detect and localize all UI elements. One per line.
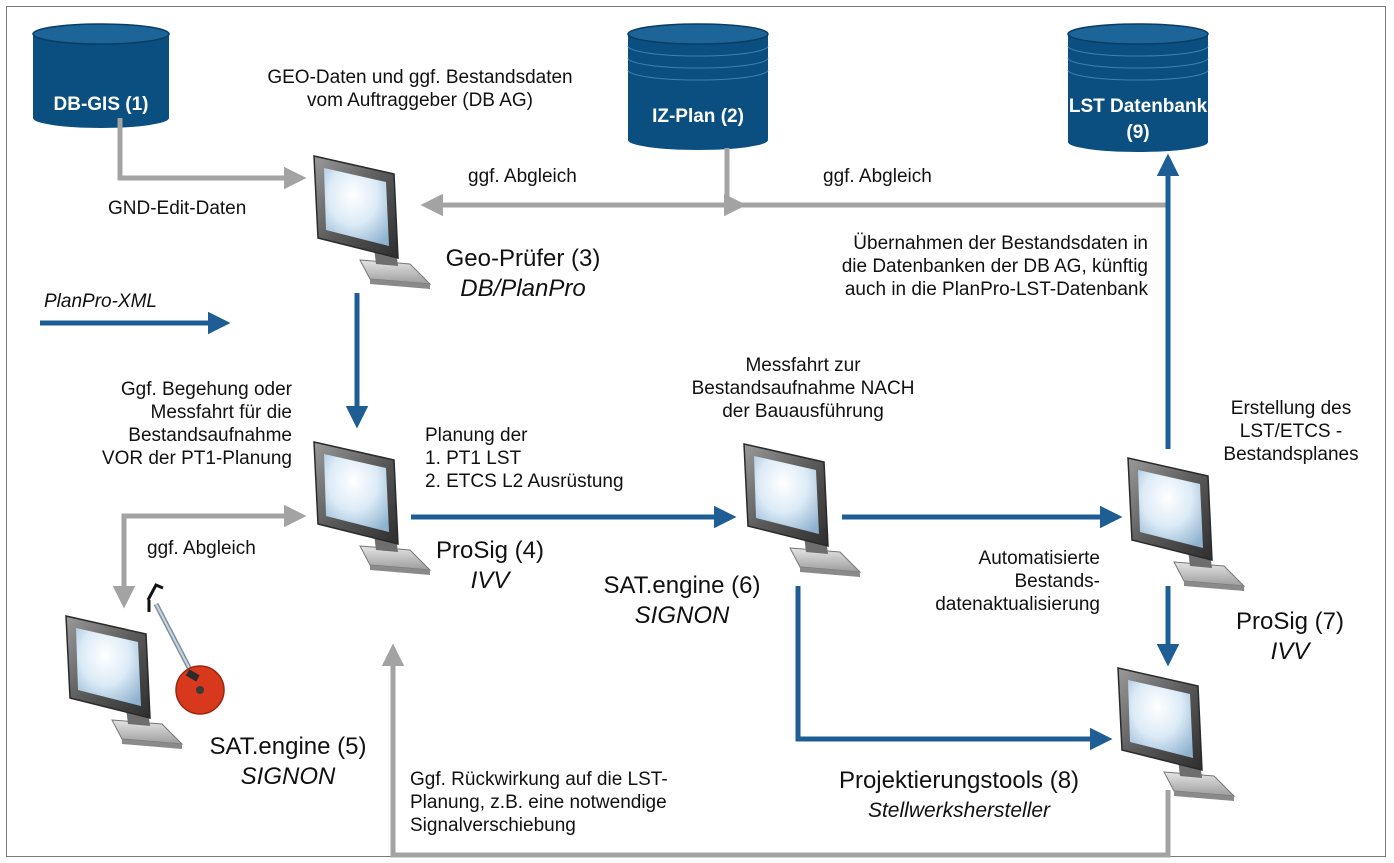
geo-daten-line: vom Auftraggeber (DB AG) (307, 90, 533, 111)
automatisiert-line: Automatisierte (978, 548, 1100, 569)
sat-engine5-name: SAT.engine (5) (209, 733, 367, 760)
begehung-line: Messfahrt für die (150, 402, 293, 423)
sat-engine6-org: SIGNON (634, 602, 730, 629)
planung-line: 2. ETCS L2 Ausrüstung (425, 471, 624, 492)
erstellung-line: Bestandsplanes (1223, 444, 1359, 465)
uebernahme-annotation: Übernahmen der Bestandsdaten in die Date… (720, 232, 1148, 301)
abgleich-sat-annotation: ggf. Abgleich (147, 538, 256, 559)
rueckwirkung-line: Signalverschiebung (410, 815, 576, 836)
projektierungstools-node-label: Projektierungstools (8) Stellwerksherste… (808, 766, 1110, 826)
abgleich-right-annotation: ggf. Abgleich (823, 166, 932, 187)
sat-engine6-name: SAT.engine (6) (603, 572, 761, 599)
planung-line: 1. PT1 LST (425, 448, 522, 469)
db-gis-database (32, 23, 170, 128)
planung-line: Planung der (425, 425, 528, 446)
lst-datenbank-label-line1: LST Datenbank (1068, 96, 1208, 117)
iz-plan-database (627, 23, 769, 150)
projektierungstools-name: Projektierungstools (8) (838, 767, 1080, 794)
geo-pruefer-org: DB/PlanPro (460, 275, 586, 302)
lst-datenbank-database (1067, 23, 1209, 152)
abgleich-left-annotation: ggf. Abgleich (468, 166, 577, 187)
prosig4-org: IVV (470, 567, 510, 594)
uebernahme-line: auch in die PlanPro-LST-Datenbank (844, 279, 1148, 300)
lst-datenbank-label: LST Datenbank (9) (1060, 94, 1216, 146)
sat-engine5-node-label: SAT.engine (5) SIGNON (185, 732, 391, 792)
gnd-edit-annotation: GND-Edit-Daten (108, 198, 247, 219)
uebernahme-line: Übernahmen der Bestandsdaten in (853, 233, 1148, 254)
messfahrt-line: Bestandsaufnahme NACH (691, 378, 915, 399)
sat-engine5-org: SIGNON (240, 763, 336, 790)
sat-engine6-node-label: SAT.engine (6) SIGNON (577, 571, 787, 631)
begehung-annotation: Ggf. Begehung oder Messfahrt für die Bes… (40, 378, 292, 470)
rueckwirkung-line: Ggf. Rückwirkung auf die LST- (410, 769, 668, 790)
geo-pruefer-name: Geo-Prüfer (3) (445, 245, 601, 272)
erstellung-line: Erstellung des (1230, 398, 1352, 419)
messfahrt-line: Messfahrt zur (745, 355, 861, 376)
db-gis-label: DB-GIS (1) (53, 94, 149, 115)
messfahrt-annotation: Messfahrt zur Bestandsaufnahme NACH der … (640, 354, 966, 423)
rueckwirkung-annotation: Ggf. Rückwirkung auf die LST- Planung, z… (410, 768, 668, 837)
projektierungstools-monitor-icon (1117, 667, 1235, 802)
iz-plan-label: IZ-Plan (2) (652, 106, 744, 127)
automatisiert-line: datenaktualisierung (935, 594, 1100, 615)
prosig7-node-label: ProSig (7) IVV (1212, 607, 1368, 667)
begehung-line: Bestandsaufnahme (128, 425, 292, 446)
automatisiert-annotation: Automatisierte Bestands- datenaktualisie… (900, 547, 1100, 616)
prosig7-org: IVV (1270, 638, 1310, 665)
lst-datenbank-label-line2: (9) (1126, 122, 1150, 143)
begehung-line: VOR der PT1-Planung (101, 448, 292, 469)
arrow-iz-plan-abgleich (724, 148, 747, 217)
arrow-gnd-edit-daten (117, 118, 307, 190)
arrow-sat6-to-projtools8 (795, 586, 1113, 751)
prosig7-monitor-icon (1127, 457, 1245, 592)
begehung-line: Ggf. Begehung oder (120, 379, 292, 400)
rueckwirkung-line: Planung, z.B. eine notwendige (410, 792, 667, 813)
erstellung-line: LST/ETCS - (1239, 421, 1343, 442)
prosig7-name: ProSig (7) (1235, 608, 1345, 635)
legend-label: PlanPro-XML (44, 291, 157, 312)
geo-daten-line: GEO-Daten und ggf. Bestandsdaten (267, 67, 573, 88)
erstellung-annotation: Erstellung des LST/ETCS - Bestandsplanes (1198, 397, 1384, 466)
planung-annotation: Planung der 1. PT1 LST 2. ETCS L2 Ausrüs… (425, 424, 624, 493)
projektierungstools-org: Stellwerkshersteller (867, 799, 1051, 822)
geo-daten-annotation: GEO-Daten und ggf. Bestandsdaten vom Auf… (200, 66, 640, 112)
prosig4-node-label: ProSig (4) IVV (412, 536, 568, 596)
arrow-rueckwirkung (381, 643, 1171, 858)
measuring-wheel-icon (146, 583, 225, 715)
geo-pruefer-node-label: Geo-Prüfer (3) DB/PlanPro (398, 244, 648, 304)
automatisiert-line: Bestands- (1014, 571, 1100, 592)
sat-engine5-monitor-icon (65, 615, 183, 750)
uebernahme-line: die Datenbanken der DB AG, künftig (841, 256, 1148, 277)
sat-engine6-monitor-icon (743, 443, 861, 578)
messfahrt-line: der Bauausführung (722, 401, 884, 422)
prosig4-name: ProSig (4) (435, 537, 545, 564)
